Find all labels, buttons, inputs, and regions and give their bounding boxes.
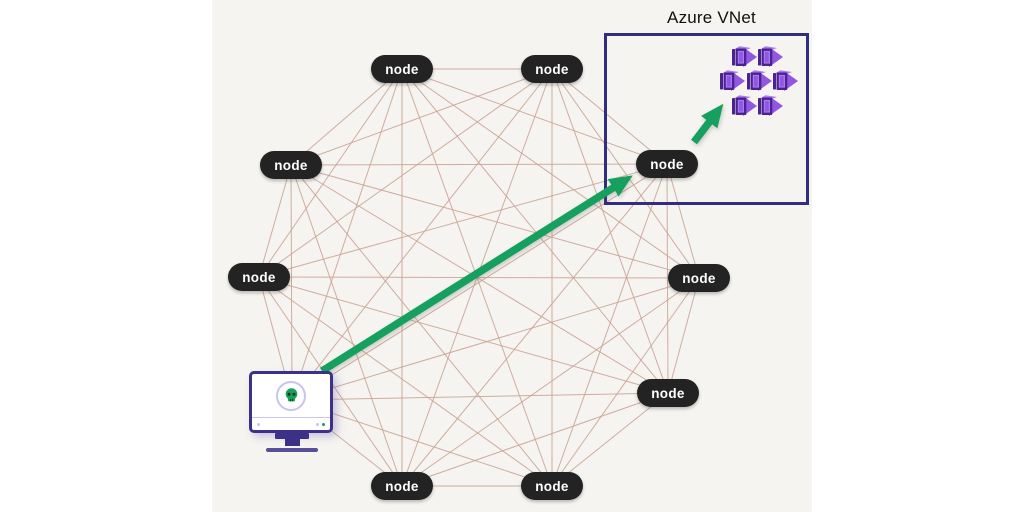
monitor-stand-neck [284,439,300,446]
node-label: node [651,385,685,401]
server-cube-icon [732,46,757,67]
server-cube-icon [732,95,757,116]
node-pill: node [260,151,322,179]
node-label: node [535,61,569,77]
skull-badge [276,380,306,411]
azure-vnet-label: Azure VNet [667,8,756,27]
node-pill: node [521,55,583,83]
node-label: node [274,157,308,173]
monitor-base [266,448,318,452]
node-label: node [385,61,419,77]
bezel-dot [257,422,260,426]
bezel-power-dot [322,422,325,426]
node-pill: node [637,379,699,407]
node-label: node [682,270,716,286]
skull-icon [285,388,297,402]
node-pill: node [636,150,698,178]
node-pill: node [668,264,730,292]
node-pill: node [228,263,290,291]
node-label: node [650,156,684,172]
node-pill: node [371,55,433,83]
monitor-screen [249,371,333,433]
attacker-computer [249,371,335,452]
server-cube-icon [720,70,745,91]
node-label: node [535,478,569,494]
node-pill: node [371,472,433,500]
monitor-bezel-bar [252,418,330,430]
server-cube-icon [758,46,783,67]
server-cube-icon [747,70,772,91]
node-pill: node [521,472,583,500]
bezel-dot [316,422,319,426]
node-label: node [242,269,276,285]
server-cube-icon [773,70,798,91]
server-cube-icon [758,95,783,116]
node-label: node [385,478,419,494]
